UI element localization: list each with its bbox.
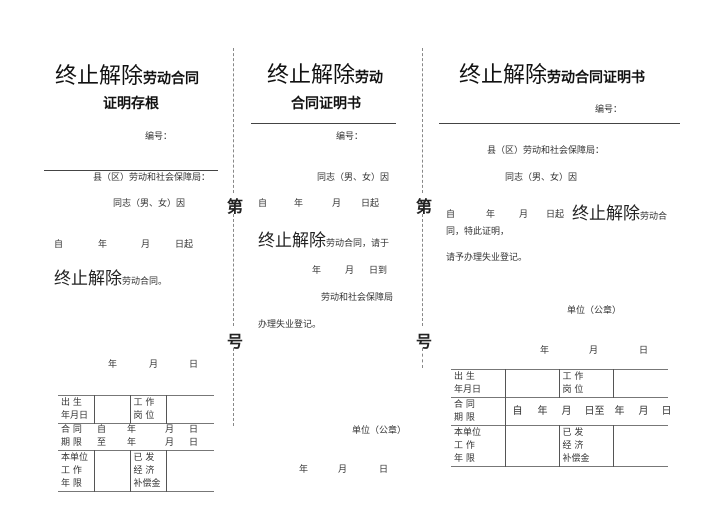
right-number-label: 编号： (595, 105, 623, 115)
stub-compensation-value[interactable] (165, 450, 214, 492)
right-terminate-small: 劳动合 (640, 212, 668, 222)
perforation-line-left (233, 48, 234, 193)
stub-divider (44, 170, 218, 171)
right-divider (439, 123, 680, 124)
right-compensation-value[interactable] (612, 425, 668, 467)
stub-tenure-label: 本单位工 作年 限 (61, 452, 89, 489)
right-from-day: 日起 (546, 210, 565, 220)
stub-title: 终止解除劳动合同 (55, 58, 199, 90)
middle-bureau: 劳动和社会保障局 (321, 293, 394, 303)
right-compensation-label: 已 发经 济补偿金 (558, 425, 613, 467)
right-title: 终止解除劳动合同证明书 (459, 57, 645, 89)
middle-sign-year: 年 (299, 465, 309, 475)
stub-sign-year: 年 (108, 360, 118, 370)
stub-compensation-label: 已 发经 济补偿金 (129, 450, 166, 492)
stub-comrade: 同志（男、女）因 (113, 199, 186, 209)
right-register: 请予办理失业登记。 (446, 253, 528, 263)
table-row: 出 生年月日 工 作岗 位 (58, 395, 214, 424)
middle-terminate: 终止解除劳动合同，请于 (258, 226, 389, 251)
stub-info-table: 出 生年月日 工 作岗 位 合 同期 限 自 年 月 日 至 年 月 日 本单位… (58, 395, 214, 492)
stub-from-year: 年 (98, 240, 108, 250)
stub-subtitle: 证明存根 (103, 96, 159, 112)
right-sign-day: 日 (639, 346, 649, 356)
stub-terminate: 终止解除劳动合同。 (54, 264, 167, 289)
middle-title-small: 劳动 (355, 70, 384, 86)
table-row: 本单位工 作年 限 已 发经 济补偿金 (451, 425, 668, 467)
right-sign-month: 月 (589, 346, 599, 356)
middle-from-label: 自 (258, 199, 268, 209)
table-row: 出 生年月日 工 作岗 位 (451, 369, 668, 398)
middle-terminate-small: 劳动合同，请于 (326, 239, 390, 249)
right-seal: 单位（公章） (567, 306, 622, 316)
middle-number-label: 编号： (336, 132, 364, 142)
stub-position-label: 工 作岗 位 (129, 395, 166, 424)
middle-from-day: 日起 (361, 199, 380, 209)
stub-title-small: 劳动合同 (143, 71, 200, 87)
middle-title-big: 终止解除 (267, 63, 356, 88)
stub-bureau: 县（区）劳动和社会保障局： (93, 173, 211, 183)
perforation-line-right-bottom (422, 348, 423, 368)
stub-sign-month: 月 (149, 360, 159, 370)
right-title-big: 终止解除 (459, 63, 548, 88)
perforation-number-prefix-left: 第 (227, 197, 244, 216)
right-term-dates[interactable]: 自 年 月 日至 年 月 日 (504, 397, 672, 426)
table-row: 本单位工 作年 限 已 发经 济补偿金 (58, 450, 214, 492)
right-info-table: 出 生年月日 工 作岗 位 合 同期 限 自 年 月 日至 年 月 日 本单位工… (451, 369, 672, 467)
middle-from-month: 月 (332, 199, 342, 209)
right-position-label: 工 作岗 位 (558, 369, 613, 398)
middle-from-year: 年 (294, 199, 304, 209)
perforation-line-left-mid (233, 214, 234, 326)
stub-from-label: 自 (54, 240, 64, 250)
middle-seal: 单位（公章） (352, 426, 407, 436)
perforation-number-suffix-left: 号 (227, 332, 244, 351)
right-term-label: 合 同期 限 (454, 399, 475, 423)
table-row: 合 同期 限 自 年 月 日 至 年 月 日 (58, 423, 214, 451)
right-terminate-big: 终止解除 (572, 204, 640, 224)
stub-birth-label: 出 生年月日 (61, 397, 89, 421)
right-from-label: 自 (446, 210, 456, 220)
middle-comrade: 同志（男、女）因 (317, 173, 390, 183)
right-sign-year: 年 (540, 346, 550, 356)
right-terminate: 终止解除劳动合 (572, 199, 667, 224)
middle-sign-month: 月 (338, 465, 348, 475)
stub-position-value[interactable] (165, 395, 214, 424)
stub-title-big: 终止解除 (55, 64, 144, 89)
stub-birth-value[interactable] (93, 395, 130, 424)
stub-terminate-big: 终止解除 (54, 269, 122, 289)
right-birth-value[interactable] (504, 369, 559, 398)
middle-to-year: 年 (312, 266, 322, 276)
middle-to-month: 月 (345, 266, 355, 276)
middle-terminate-big: 终止解除 (258, 231, 326, 251)
stub-term-label: 合 同期 限 (61, 425, 82, 448)
perforation-number-prefix-right: 第 (416, 197, 433, 216)
stub-tenure-value[interactable] (93, 450, 130, 492)
right-from-year: 年 (486, 210, 496, 220)
table-row: 合 同期 限 自 年 月 日至 年 月 日 (451, 397, 672, 426)
right-bureau: 县（区）劳动和社会保障局： (487, 146, 605, 156)
middle-to-day: 日到 (369, 266, 388, 276)
middle-register: 办理失业登记。 (258, 320, 322, 330)
right-tenure-label: 本单位工 作年 限 (454, 427, 482, 464)
right-title-small: 劳动合同证明书 (547, 70, 646, 86)
middle-subtitle: 合同证明书 (291, 96, 361, 112)
middle-sign-day: 日 (379, 465, 389, 475)
right-birth-label: 出 生年月日 (454, 371, 482, 395)
perforation-number-suffix-right: 号 (416, 332, 433, 351)
stub-from-month: 月 (141, 240, 151, 250)
stub-sign-day: 日 (189, 360, 199, 370)
perforation-line-left-bottom (233, 348, 234, 426)
right-comrade: 同志（男、女）因 (505, 173, 578, 183)
middle-divider (251, 123, 396, 124)
stub-from-day: 日起 (175, 240, 194, 250)
right-tenure-value[interactable] (504, 425, 559, 467)
stub-terminate-small: 劳动合同。 (122, 277, 168, 287)
perforation-line-right-mid (422, 214, 423, 326)
right-position-value[interactable] (612, 369, 668, 398)
stub-term-dates[interactable]: 自 年 月 日 至 年 月 日 (97, 425, 199, 448)
middle-title: 终止解除劳动 (267, 57, 383, 89)
perforation-line-right (422, 48, 423, 193)
right-certify: 同，特此证明， (446, 227, 510, 237)
right-from-month: 月 (519, 210, 529, 220)
stub-number-label: 编号： (145, 132, 173, 142)
